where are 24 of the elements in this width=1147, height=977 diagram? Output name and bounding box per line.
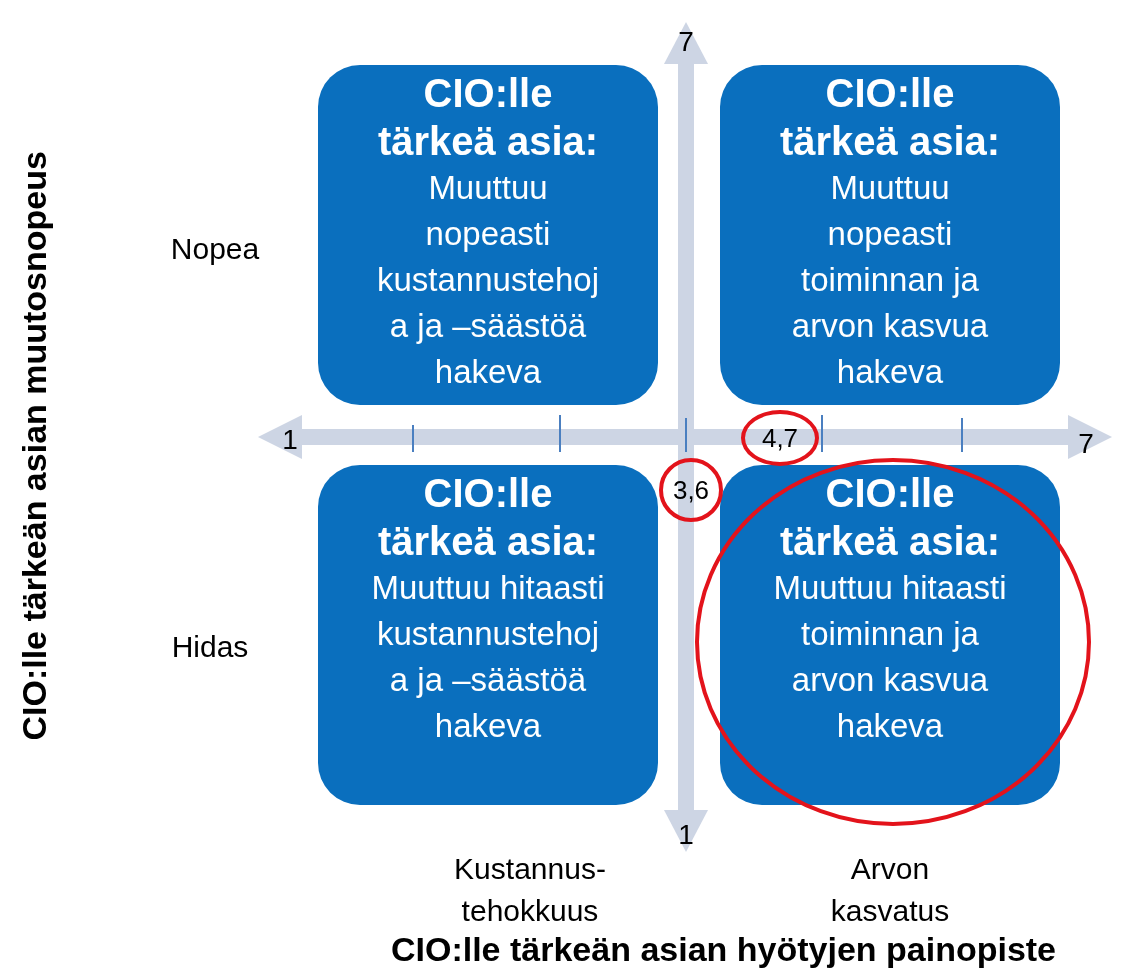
axis-max-label: 7 xyxy=(677,25,695,59)
box-text: Muuttuu nopeasti kustannustehoja ja –säästöä hakeva xyxy=(376,168,600,392)
box-heading: CIO:lle tärkeä asia: xyxy=(376,70,600,165)
box-heading: CIO:lle tärkeä asia: xyxy=(376,470,600,565)
box-text: Muuttuu nopeasti toiminnan ja arvon kasvua hakeva xyxy=(790,168,990,392)
x-axis-title: CIO:lle tärkeän asian hyötyjen painopiste xyxy=(389,930,1058,969)
value-text: 4,7 xyxy=(761,422,799,454)
quadrant-box xyxy=(720,65,1060,405)
box-heading: CIO:lle tärkeä asia: xyxy=(778,470,1002,565)
axis-min-label: 1 xyxy=(677,818,695,852)
value-text: 3,6 xyxy=(672,474,710,506)
axis-category-label: Hidas xyxy=(170,629,250,665)
quadrant-box xyxy=(720,465,1060,805)
axis-max-label: 7 xyxy=(1077,427,1095,461)
axis-category-label: Kustannus-tehokkuus xyxy=(453,851,607,929)
box-text: Muuttuu hitaasti toiminnan ja arvon kasvua hakeva xyxy=(772,568,1008,746)
quadrant-box xyxy=(318,65,658,405)
axis-category-label: Arvon kasvatus xyxy=(829,851,951,929)
quadrant-box xyxy=(318,465,658,805)
box-heading: CIO:lle tärkeä asia: xyxy=(778,70,1002,165)
axis-min-label: 1 xyxy=(281,423,299,457)
box-text: Muuttuu hitaasti kustannustehoja ja –säästöä hakeva xyxy=(370,568,606,746)
y-axis-title: CIO:lle tärkeän asian muutosnopeus xyxy=(14,150,55,743)
axis-category-label: Nopea xyxy=(169,231,261,267)
